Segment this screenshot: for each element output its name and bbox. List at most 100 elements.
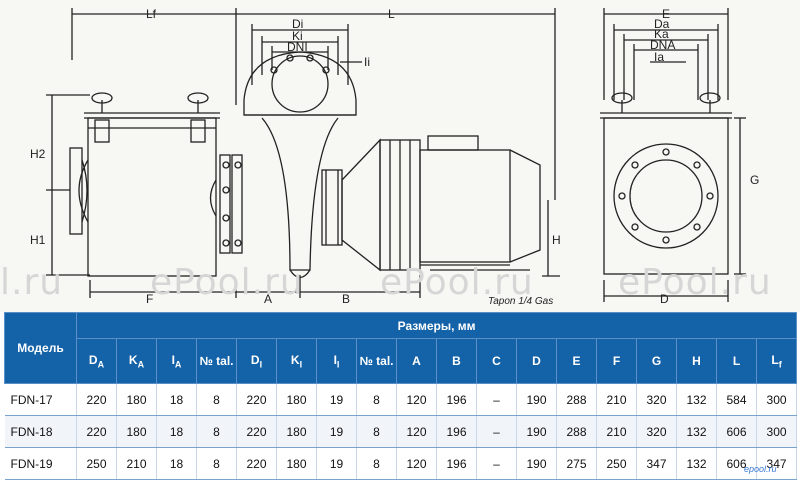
label-g: G <box>750 173 759 187</box>
value-cell: 288 <box>556 383 597 416</box>
value-cell: 132 <box>676 383 717 416</box>
value-cell: – <box>476 415 517 448</box>
value-cell: 180 <box>276 415 317 448</box>
column-header: B <box>436 338 477 384</box>
value-cell: 196 <box>436 383 477 416</box>
label-ki: Ki <box>292 29 303 43</box>
label-h1: H1 <box>30 233 46 247</box>
value-cell: 196 <box>436 447 477 480</box>
label-a: A <box>264 292 272 306</box>
label-ka: Ka <box>654 27 669 41</box>
value-cell: 8 <box>356 447 397 480</box>
pump-filter-drawing: Lf L E Di Ki DNI Ii Da Ka DNA Ia H2 H1 G… <box>30 7 759 306</box>
label-ii: Ii <box>364 55 370 69</box>
label-e: E <box>662 7 670 21</box>
value-cell: 18 <box>156 447 197 480</box>
pump-volute <box>243 51 357 116</box>
column-header: D <box>516 338 557 384</box>
watermark-1: l.ru <box>0 262 64 303</box>
value-cell: 8 <box>356 415 397 448</box>
motor-bell <box>341 138 381 272</box>
value-cell: 19 <box>316 447 357 480</box>
value-cell: 584 <box>716 383 757 416</box>
value-cell: 180 <box>276 447 317 480</box>
value-cell: 132 <box>676 415 717 448</box>
value-cell: 320 <box>636 383 677 416</box>
label-h2: H2 <box>30 147 46 161</box>
label-da: Da <box>654 17 670 31</box>
model-cell: FDN-18 <box>4 415 77 448</box>
value-cell: 18 <box>156 383 197 416</box>
value-cell: 190 <box>516 383 557 416</box>
value-cell: 210 <box>116 447 157 480</box>
value-cell: 347 <box>756 447 798 480</box>
filter-inlet-flange <box>69 147 83 235</box>
column-header: A <box>396 338 437 384</box>
value-cell: 120 <box>396 383 437 416</box>
value-cell: 190 <box>516 447 557 480</box>
value-cell: 275 <box>556 447 597 480</box>
technical-drawing: Lf L E Di Ki DNI Ii Da Ka DNA Ia H2 H1 G… <box>0 0 800 312</box>
value-cell: 8 <box>196 383 237 416</box>
value-cell: 120 <box>396 415 437 448</box>
front-flange <box>613 143 719 249</box>
column-header: C <box>476 338 517 384</box>
value-cell: 210 <box>596 383 637 416</box>
column-header: Lf <box>755 338 798 384</box>
value-cell: 19 <box>316 415 357 448</box>
tapon-note: Tapon 1/4 Gas <box>488 296 554 307</box>
value-cell: 180 <box>116 383 157 416</box>
value-cell: 300 <box>756 383 798 416</box>
value-cell: 288 <box>556 415 597 448</box>
value-cell: 196 <box>436 415 477 448</box>
label-di: Di <box>292 17 303 31</box>
watermark-2: ePool.ru <box>150 262 304 303</box>
column-header: DA <box>76 338 117 384</box>
column-header: IA <box>156 338 197 384</box>
label-l: L <box>388 7 395 21</box>
column-header: II <box>316 338 357 384</box>
value-cell: 180 <box>116 415 157 448</box>
column-header: DI <box>236 338 277 384</box>
value-cell: 220 <box>236 383 277 416</box>
value-cell: 220 <box>76 383 117 416</box>
value-cell: 8 <box>196 415 237 448</box>
model-cell: FDN-19 <box>4 447 77 480</box>
value-cell: 190 <box>516 415 557 448</box>
value-cell: 19 <box>316 383 357 416</box>
column-header: KI <box>276 338 317 384</box>
header-group: Размеры, мм <box>75 312 798 339</box>
value-cell: 18 <box>156 415 197 448</box>
value-cell: 300 <box>756 415 798 448</box>
value-cell: 347 <box>636 447 677 480</box>
model-cell: FDN-17 <box>4 383 77 416</box>
value-cell: 320 <box>636 415 677 448</box>
value-cell: 132 <box>676 447 717 480</box>
header-model: Модель <box>4 312 77 384</box>
value-cell: 8 <box>196 447 237 480</box>
value-cell: 250 <box>596 447 637 480</box>
brand-logo: epool.ru <box>744 464 777 474</box>
column-header: KA <box>116 338 157 384</box>
value-cell: 8 <box>356 383 397 416</box>
label-f: F <box>146 292 153 306</box>
value-cell: 120 <box>396 447 437 480</box>
value-cell: 606 <box>716 447 757 480</box>
value-cell: 220 <box>236 447 277 480</box>
column-header: L <box>716 338 757 384</box>
motor-body <box>419 149 511 263</box>
value-cell: 606 <box>716 415 757 448</box>
front-view-body <box>603 117 729 275</box>
column-header: G <box>636 338 677 384</box>
value-cell: 210 <box>596 415 637 448</box>
value-cell: – <box>476 447 517 480</box>
watermark-4: ePool.ru <box>618 262 772 303</box>
column-header: F <box>596 338 637 384</box>
label-h: H <box>552 233 561 247</box>
